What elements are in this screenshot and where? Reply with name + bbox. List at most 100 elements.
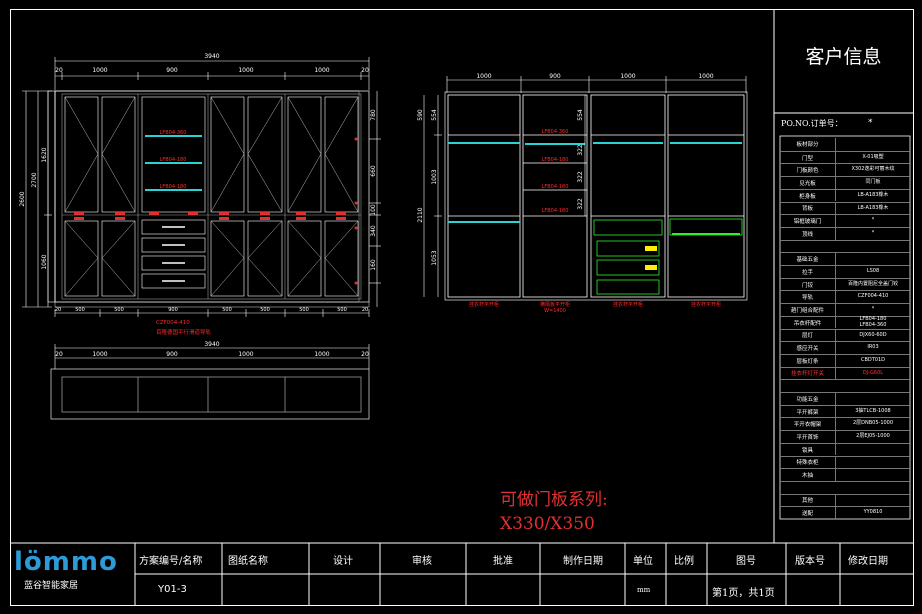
- order-number-label: PO.NO.订单号：: [781, 119, 843, 128]
- tb-unit: mm: [637, 586, 651, 594]
- spec-label: 送配: [801, 511, 813, 518]
- elevation-bottom-dim: 500: [260, 307, 270, 313]
- spec-label: 平开首饰: [796, 434, 819, 441]
- spec-row: 木抽: [780, 468, 910, 481]
- spec-value: LB-A183橡木: [835, 189, 910, 202]
- front-elevation: [22, 57, 381, 317]
- spec-value: [835, 443, 910, 456]
- spec-row: 趟门组合配件*: [780, 303, 910, 316]
- spec-row: 拉手 LS08: [780, 265, 910, 278]
- plan-dim: 1000: [92, 351, 107, 358]
- interior-top-dim: 1000: [620, 73, 635, 80]
- spec-label: 木抽: [801, 473, 813, 480]
- interior-top-dim: 1000: [476, 73, 491, 80]
- elevation-bottom-dim: 500: [337, 307, 347, 313]
- spec-row: [780, 379, 910, 392]
- spec-label: 平开衣帽架: [793, 422, 822, 429]
- spec-value: 3抽TLCB-1008: [835, 405, 910, 418]
- spec-value: 百隆内置阻尼全盖门铰: [835, 278, 910, 291]
- tb-header: 版本号: [795, 556, 825, 567]
- spec-row: [780, 480, 910, 494]
- spec-row: 平开首饰 2层EJ05-1000: [780, 430, 910, 443]
- order-number-value: *: [868, 118, 873, 128]
- elevation-right-dim: 780: [370, 109, 377, 121]
- logo: lömmo 蓝谷智能家居: [14, 548, 132, 604]
- spec-label: 层板灯条: [796, 358, 819, 365]
- interior-left-dim: 1003: [431, 169, 438, 184]
- elevation-top-dim: 1000: [314, 67, 329, 74]
- customer-info-title: 客户信息: [805, 46, 882, 68]
- spec-value: CBDT01D: [835, 354, 910, 367]
- tb-header: 设计: [333, 556, 353, 567]
- spec-value: LB-A183橡木: [835, 202, 910, 215]
- interior-bottom-label: 挂衣杆平开柜: [613, 301, 643, 308]
- elevation-bottom-dim: 20: [55, 307, 61, 313]
- interior-elevation: [423, 76, 748, 301]
- spec-row: 层板灯条 CBDT01D: [780, 353, 910, 367]
- spec-label: 功能五金: [796, 396, 819, 403]
- shelf-label: LFB04-180: [160, 157, 187, 163]
- spec-row: 功能五金: [780, 392, 910, 405]
- plan-dim: 1000: [314, 351, 329, 358]
- spec-value: [835, 482, 910, 494]
- tb-header: 审核: [412, 556, 432, 567]
- spec-value: LFB04-180 LFB04-360: [835, 316, 910, 329]
- elevation-bottom-dim: 500: [75, 307, 85, 313]
- spec-row: 特殊衣柜: [780, 455, 910, 469]
- spec-row: 见光板同门板: [780, 176, 910, 189]
- spec-value: LS08: [835, 266, 910, 278]
- tb-header: 修改日期: [848, 556, 888, 567]
- door-series-note-line2: X330/X350: [500, 514, 595, 534]
- tb-header: 单位: [633, 556, 653, 567]
- spec-label: 门板颜色: [796, 168, 819, 175]
- interior-bottom-label: 挂衣杆平开柜: [469, 301, 499, 308]
- spec-row: 锁具: [780, 442, 910, 456]
- elevation-right-dim: 340: [370, 225, 377, 237]
- spec-value: DJX60-60D: [835, 329, 910, 342]
- spec-label: 拉手: [801, 269, 813, 276]
- spec-value: X-01吸塑: [835, 151, 910, 164]
- spec-value: [835, 456, 910, 469]
- spec-value: 2层EJ05-1000: [835, 431, 910, 443]
- elevation-top-dim: 20: [361, 67, 369, 74]
- logo-mark: lömmo: [14, 547, 118, 577]
- elevation-right-dim: 160: [370, 259, 377, 271]
- spec-label: 其他: [801, 498, 813, 505]
- plan-dim: 20: [361, 351, 369, 358]
- tb-header: 图号: [736, 556, 756, 567]
- spec-row: 平开裤架 3抽TLCB-1008: [780, 404, 910, 418]
- spec-label: [780, 482, 835, 494]
- title-block-frame: [10, 542, 913, 606]
- spec-value: [835, 494, 910, 507]
- plan-dim: 1000: [238, 351, 253, 358]
- plan-dim: 900: [166, 351, 178, 358]
- tb-header: 方案编号/名称: [139, 556, 203, 567]
- elevation-bottom-dim: 500: [114, 307, 124, 313]
- interior-shelf-label: LFB04-180: [542, 208, 569, 214]
- drawing-frame: [10, 9, 914, 606]
- spec-label: 铝框玻璃门: [793, 219, 822, 226]
- spec-row: 其他: [780, 493, 910, 507]
- spec-value: DJ-G60L: [835, 367, 910, 380]
- shelf-label: LFB04-360: [160, 130, 187, 136]
- spec-value: [835, 241, 910, 253]
- interior-mid-dim: 322: [577, 171, 584, 183]
- spec-label: 门铰: [801, 282, 813, 289]
- elevation-top-dim: 900: [166, 67, 178, 74]
- spec-label: 门型: [801, 155, 813, 162]
- interior-shelf-label: LFB04-180: [542, 157, 569, 163]
- interior-left-dim: 590: [417, 109, 424, 121]
- door-series-note: 可做门板系列: X330/X350: [500, 488, 608, 536]
- interior-mid-dim: 322: [577, 198, 584, 210]
- spec-label: 平开裤架: [796, 409, 819, 416]
- shelf-label: LFB04-180: [160, 184, 187, 190]
- logo-company-name: 蓝谷智能家居: [24, 581, 79, 591]
- spec-label: 见光板: [799, 180, 816, 187]
- tb-header: 比例: [674, 556, 694, 567]
- elevation-bottom-dim: 900: [168, 307, 178, 313]
